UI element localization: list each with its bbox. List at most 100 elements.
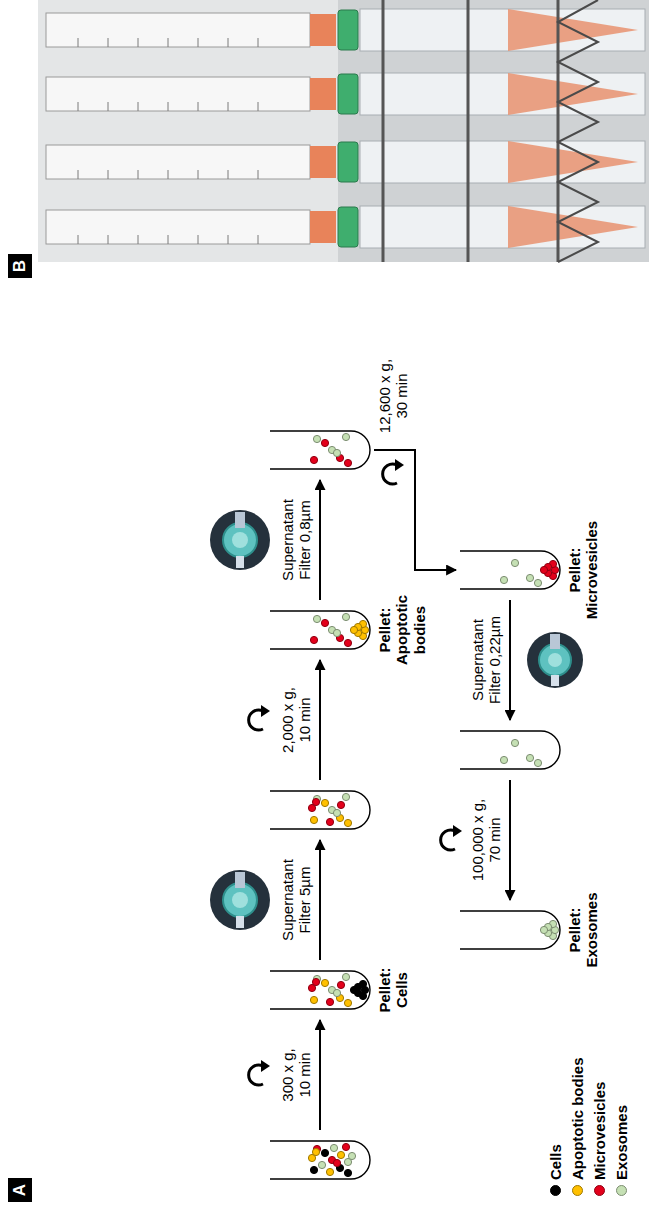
particle-dot <box>321 439 328 446</box>
particle-dot <box>500 576 507 583</box>
syringe-part <box>338 207 358 247</box>
particle-dot <box>344 1169 351 1176</box>
particle-dot <box>312 1148 319 1155</box>
particle-dot <box>313 435 320 442</box>
step-label: Supernatant Filter 0,22µm <box>469 612 504 708</box>
particle-dot <box>540 926 547 933</box>
tube-outline <box>270 790 370 830</box>
legend-row: Cells <box>545 1144 565 1196</box>
step-label: 12,600 x g, 30 min <box>376 354 411 438</box>
rotation-icon <box>249 1060 270 1085</box>
filter-icon-part <box>236 916 244 928</box>
syringe-part <box>338 10 358 50</box>
filter-icon <box>527 632 583 688</box>
syringe-part <box>46 210 310 244</box>
filter-icon-part <box>210 510 270 570</box>
syringe-part <box>508 141 638 183</box>
syringe-part <box>310 78 336 110</box>
tube-outline <box>460 910 560 950</box>
particle-dot <box>540 566 547 573</box>
tube-outline <box>270 610 370 650</box>
photo-ground <box>38 0 649 262</box>
tube-outline <box>270 970 370 1010</box>
flow-arrow <box>319 840 321 960</box>
tube-outline <box>460 731 560 769</box>
particle-dot <box>342 1143 349 1150</box>
rotation-icon-part <box>395 459 404 471</box>
photo-ground <box>38 0 338 262</box>
syringe-part <box>46 77 310 111</box>
particle-dot <box>511 559 518 566</box>
particle-dot <box>326 998 333 1005</box>
filter-icon-part <box>235 872 245 888</box>
particle-dot <box>333 1159 340 1166</box>
particle-dot <box>534 579 541 586</box>
legend-text: Exosomes <box>613 1105 630 1180</box>
rotation-icon-part <box>249 1065 263 1085</box>
particle-dot <box>342 973 349 980</box>
step-label: 2,000 x g, 10 min <box>279 683 314 757</box>
legend-row: Microvesicles <box>589 1082 609 1196</box>
syringe-part <box>310 146 336 178</box>
particle-dot <box>326 818 333 825</box>
filter-icon-part <box>223 883 257 917</box>
flow-arrow <box>319 1020 321 1130</box>
filter-icon-part <box>235 512 245 528</box>
filter-icon-part <box>548 653 562 667</box>
centrifuge-tube: Pellet: Apoptotic bodies <box>270 610 370 650</box>
syringe-part <box>508 206 638 248</box>
particle-dot <box>526 574 533 581</box>
particle-dot <box>342 793 349 800</box>
pellet-label: Pellet: Microvesicles <box>566 515 601 625</box>
pellet-label: Pellet: Apoptotic bodies <box>376 590 428 670</box>
particle-dot <box>348 1152 355 1159</box>
legend-swatch <box>550 1185 561 1196</box>
particle-dot <box>350 626 357 633</box>
filter-icon <box>210 870 270 930</box>
rotation-icon <box>441 825 462 850</box>
centrifuge-tube <box>270 790 370 830</box>
legend-text: Microvesicles <box>591 1082 608 1180</box>
syringe-part <box>360 73 645 115</box>
syringe <box>46 73 645 115</box>
legend-row: Apoptotic bodies <box>567 1058 587 1197</box>
syringe-part <box>310 211 336 243</box>
particle-dot <box>333 449 340 456</box>
filter-icon-part <box>223 523 257 557</box>
step-label: Supernatant Filter 5µm <box>279 852 314 948</box>
particle-dot <box>321 979 328 986</box>
syringe-part <box>360 9 645 51</box>
particle-dot <box>333 989 340 996</box>
syringe-part <box>360 206 645 248</box>
particle-dot <box>326 1168 333 1175</box>
tube-outline <box>270 611 370 649</box>
particle-dot <box>330 1144 337 1151</box>
tube-outline <box>270 971 370 1009</box>
step-label: 100,000 x g, 70 min <box>469 796 504 884</box>
legend-swatch <box>572 1185 583 1196</box>
flow-arrow <box>374 450 456 570</box>
tube-outline <box>460 551 560 589</box>
rotation-icon-part <box>261 1060 270 1072</box>
rotation-icon-part <box>453 825 462 837</box>
legend-row: Exosomes <box>611 1105 631 1196</box>
panel-letter: B <box>8 254 32 278</box>
syringe <box>46 206 645 248</box>
centrifuge-tube <box>270 430 370 470</box>
centrifuge-tube <box>460 730 560 770</box>
pellet-label: Pellet: Exosomes <box>566 887 601 973</box>
flow-arrow <box>319 660 321 780</box>
flow-arrow <box>319 480 321 600</box>
legend-text: Apoptotic bodies <box>569 1058 586 1181</box>
particle-dot <box>318 1161 325 1168</box>
filter-icon-part <box>551 675 559 686</box>
particle-dot <box>310 636 317 643</box>
particle-dot <box>534 759 541 766</box>
particle-dot <box>511 739 518 746</box>
syringe <box>46 9 645 51</box>
particle-dot <box>337 981 344 988</box>
rotation-icon <box>383 459 404 484</box>
pellet-label: Pellet: Apoptotic bodies <box>376 590 428 670</box>
pellet-label: Pellet: Cells <box>376 958 411 1022</box>
